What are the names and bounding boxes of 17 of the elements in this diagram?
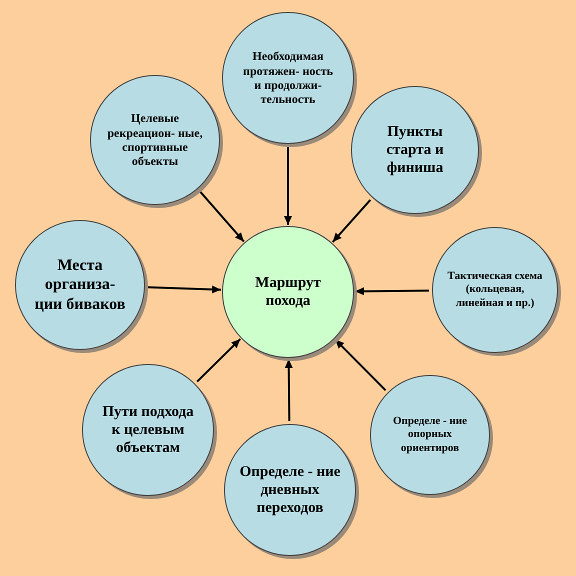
circle-label: Необходимая протяжен- ность и продолжи- тельность <box>242 49 334 107</box>
arrow <box>332 199 372 243</box>
arrow <box>284 147 292 225</box>
arrow <box>354 287 430 296</box>
arrow <box>199 190 245 242</box>
circle-label: Пункты старта и финиша <box>385 123 445 177</box>
circle-label: Тактическая схема (кольцевая, линейная и пр.) <box>447 270 543 310</box>
circle-label: Пути подхода к целевым объектам <box>101 403 195 457</box>
circle-label: Маршрут похода <box>254 274 322 310</box>
circle-label: Целевые рекреацион- ные, спортивные объекты <box>107 111 203 169</box>
circle-label: Определе - ние дневных переходов <box>238 463 342 517</box>
arrow <box>196 338 241 382</box>
circle-label: Места организа- ции биваков <box>34 256 126 314</box>
arrow <box>284 358 293 422</box>
arrow <box>148 285 222 294</box>
arrow <box>334 338 386 391</box>
circle-label: Определе - ние опорных ориентиров <box>392 415 468 455</box>
